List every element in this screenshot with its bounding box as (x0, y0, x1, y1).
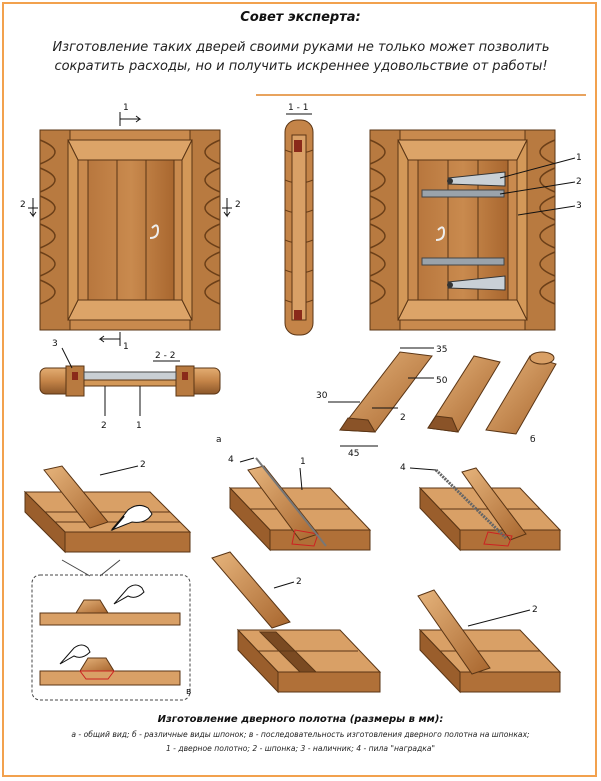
door-front-view: 1 1 2 2 (20, 103, 241, 352)
dim-50: 50 (436, 376, 448, 386)
trim-right (181, 139, 193, 321)
section-1-1-label: 1 - 1 (288, 103, 308, 113)
door-leaf (87, 159, 175, 301)
section-mark-1: 1 (123, 103, 129, 113)
key-profiles: 2 35 50 30 45 б (316, 345, 557, 459)
caption-title: Изготовление дверного полотна (размеры в… (157, 714, 444, 725)
step2-label-1: 1 (300, 457, 306, 467)
letter-v: в (186, 687, 191, 697)
plan-section-2-2: 2 - 2 3 2 1 а (39, 339, 222, 445)
log-wall-left (39, 129, 71, 331)
plan-label-3: 3 (52, 339, 58, 349)
step2-label-4: 4 (228, 455, 234, 465)
key-bar (43, 465, 109, 529)
trim-bottom (67, 299, 193, 321)
trim-left (67, 139, 79, 321)
trim-top (67, 139, 193, 161)
log-wall-right (189, 129, 221, 331)
dim-35: 35 (436, 345, 447, 355)
section-mark-1-bottom: 1 (123, 342, 129, 352)
key-profile-3 (485, 355, 557, 435)
dim-30: 30 (316, 391, 328, 401)
step5-label-2: 2 (532, 605, 538, 615)
expert-title: Совет эксперта: (240, 10, 361, 25)
section-2-2-label: 2 - 2 (155, 351, 175, 361)
step-3-sawing: 4 (400, 463, 562, 552)
dim-45: 45 (348, 449, 359, 459)
saw-blade-icon (434, 468, 508, 540)
plan-label-2: 2 (101, 421, 107, 431)
hand-pencil-icon (110, 504, 153, 532)
door-handle-icon (149, 224, 160, 239)
caption-line-2: 1 - дверное полотно; 2 - шпонка; 3 - нал… (165, 744, 436, 753)
step-4-key-fit: 2 (211, 551, 382, 694)
step1-label-2: 2 (140, 460, 146, 470)
saw-blade-icon (255, 457, 327, 547)
key-bar-bottom (421, 257, 505, 266)
section-mark-2-left: 2 (20, 200, 26, 210)
step-5-key-inserted: 2 (417, 589, 562, 694)
plan-label-1: 1 (136, 421, 142, 431)
callout-1: 1 (576, 153, 582, 163)
caption-line-1: а - общий вид; б - различные виды шпонок… (71, 730, 530, 739)
callout-2: 2 (576, 177, 582, 187)
section-mark-2-right: 2 (235, 200, 241, 210)
expert-text: Изготовление таких дверей своими руками … (52, 40, 550, 74)
step3-label-4: 4 (400, 463, 406, 473)
door-rear-view: 1 2 3 (369, 129, 582, 331)
letter-b: б (530, 435, 536, 445)
divider-line (256, 94, 586, 96)
door-handle-icon (435, 226, 446, 241)
step4-label-2: 2 (296, 577, 302, 587)
step-1-marking: 2 (23, 460, 192, 554)
key-bar-top (421, 189, 505, 198)
step-2-sawing: 4 1 (228, 455, 372, 552)
letter-a: а (216, 435, 222, 445)
key-label-2: 2 (400, 413, 406, 423)
inset-detail: в (31, 559, 191, 701)
callout-3: 3 (576, 201, 582, 211)
section-1-1-view: 1 - 1 (284, 103, 314, 336)
